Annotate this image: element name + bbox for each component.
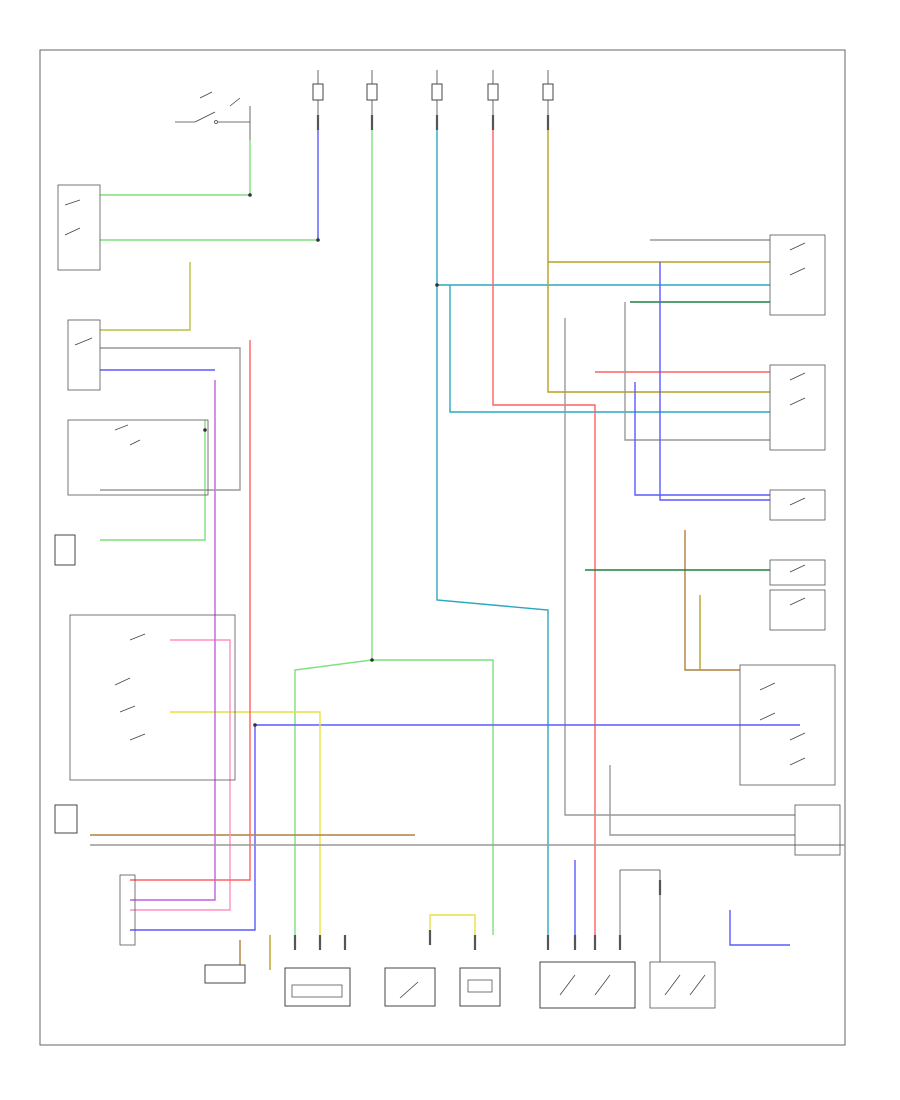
wire-gray-2 [624,302,770,441]
wire-blue-2 [659,262,770,501]
component-5 [539,961,636,1009]
wire-red-3 [130,340,251,881]
wires [90,115,845,970]
wire-teal-3 [449,285,770,413]
component-3 [384,967,436,1007]
component-6 [649,961,716,1009]
wire-teal-1 [436,115,549,935]
wire-green-3 [100,420,206,541]
wire-blue-6 [729,910,790,946]
wire-gray-3 [564,318,795,816]
component-1 [204,964,246,984]
ignition-switch-block [175,91,251,140]
wire-red-1 [492,115,596,935]
wire-green-2 [100,235,319,241]
left-blocks [54,184,236,946]
wire-olive-1 [547,115,770,393]
connectors [293,115,662,950]
wire-green-long [294,115,373,935]
wire-brown-1 [684,530,740,671]
component-2 [284,967,351,1007]
wire-blue-3 [634,382,770,496]
junctions [203,193,439,727]
wire-yellowgreen-1 [100,262,191,331]
diagram-border [39,49,846,1046]
wire-gray-5 [100,347,241,491]
wire-blue-long [130,725,256,931]
wire-yellow-2 [429,914,476,935]
wire-violet-1 [130,380,216,901]
right-blocks [739,234,841,856]
bottom-components [204,869,716,1009]
wire-yellow-1 [170,711,321,935]
component-4 [459,967,501,1007]
fuse-headers [312,70,554,115]
wire-gray-4 [609,765,795,836]
wire-green-1 [100,140,251,196]
wire-green-branch [372,659,494,935]
wire-pink-1 [130,639,231,911]
